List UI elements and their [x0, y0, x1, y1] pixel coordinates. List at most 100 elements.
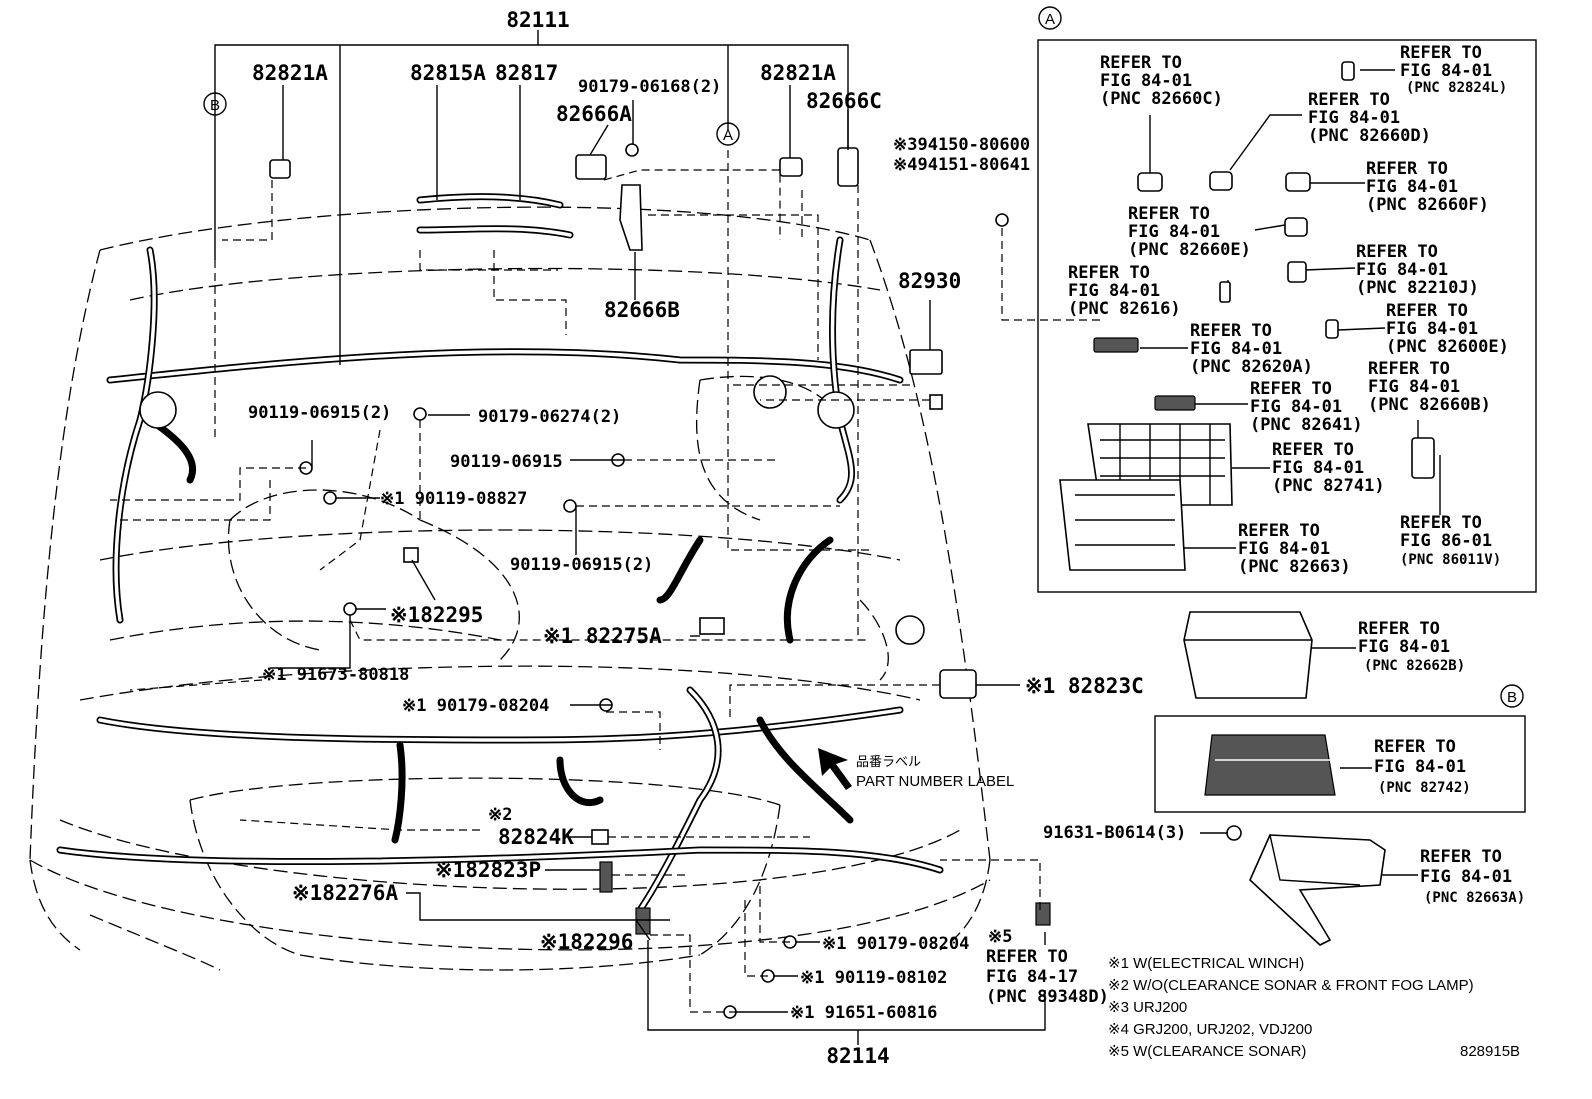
connector-82616 — [1219, 281, 1231, 303]
brake-reservoir — [895, 615, 925, 645]
svg-text:(PNC 82660C): (PNC 82660C) — [1100, 89, 1223, 109]
callout-90179-08204-top: ※1 90179-08204 — [402, 696, 549, 716]
callout-94151-80641: ※494151-80641 — [893, 155, 1030, 175]
svg-text:REFER TO: REFER TO — [986, 947, 1068, 967]
svg-text:(PNC 82660B): (PNC 82660B) — [1368, 395, 1491, 415]
harness-parts — [139, 143, 1242, 1019]
svg-text:FIG 84-01: FIG 84-01 — [1420, 867, 1512, 887]
svg-text:REFER TO: REFER TO — [1400, 43, 1482, 63]
nut-94150 — [995, 213, 1009, 227]
connector-82823p — [599, 861, 613, 893]
bracket-82663a — [1249, 834, 1386, 946]
connector-82660f — [1285, 172, 1311, 192]
svg-text:REFER TO: REFER TO — [1272, 440, 1354, 460]
svg-text:REFER TO: REFER TO — [1100, 53, 1182, 73]
callout-90119-06915: 90119-06915 — [450, 452, 563, 472]
refer-82660f: REFER TO FIG 84-01 (PNC 82660F) — [1366, 159, 1489, 215]
circle-marker-a-panel: A — [1038, 6, 1062, 30]
circle-marker-b-panel: B — [1500, 684, 1524, 708]
svg-text:(PNC 82600E): (PNC 82600E) — [1386, 337, 1509, 357]
callout-82824k: 82824K — [498, 825, 574, 849]
svg-text:(PNC 82620A): (PNC 82620A) — [1190, 357, 1313, 377]
detail-panel-b — [1154, 715, 1526, 813]
refer-82741: REFER TO FIG 84-01 (PNC 82741) — [1272, 440, 1385, 496]
footnote-3: ※3 URJ200 — [1108, 999, 1187, 1016]
part-number-label-jp: 品番ラベル — [856, 754, 921, 769]
svg-text:FIG 84-01: FIG 84-01 — [1068, 281, 1160, 301]
wire-harnesses — [56, 193, 944, 914]
callout-82114: 82114 — [826, 1044, 889, 1068]
refer-82660d: REFER TO FIG 84-01 (PNC 82660D) — [1308, 90, 1431, 146]
refer-82660b: REFER TO FIG 84-01 (PNC 82660B) — [1368, 359, 1491, 415]
relay-82930 — [909, 349, 943, 375]
svg-text:REFER TO: REFER TO — [1366, 159, 1448, 179]
svg-text:(PNC 82660F): (PNC 82660F) — [1366, 195, 1489, 215]
svg-text:REFER TO: REFER TO — [1374, 737, 1456, 757]
svg-text:FIG 84-01: FIG 84-01 — [1128, 222, 1220, 242]
dashed-reference-lines — [110, 150, 1105, 1013]
svg-text:(PNC 82663): (PNC 82663) — [1238, 557, 1351, 577]
connector-82210j — [1287, 261, 1307, 283]
svg-text:B: B — [210, 97, 220, 114]
callout-94150-80600: ※394150-80600 — [893, 135, 1030, 155]
connector-82660b — [1411, 437, 1435, 479]
callout-91631-b0614: 91631-B0614(3) — [1043, 823, 1186, 843]
callout-82666c: 82666C — [806, 89, 882, 113]
callout-90179-08204-bot: ※1 90179-08204 — [822, 934, 969, 954]
callout-82930: 82930 — [898, 269, 961, 293]
junction-block-82663 — [1059, 479, 1186, 571]
bolt-90119-06915-b — [563, 499, 577, 513]
svg-text:A: A — [723, 127, 733, 144]
refer-82620a: REFER TO FIG 84-01 (PNC 82620A) — [1190, 321, 1313, 377]
callout-90119-06915-2a: 90119-06915(2) — [248, 403, 391, 423]
footnotes: ※1 W(ELECTRICAL WINCH) ※2 W/O(CLEARANCE … — [1108, 955, 1520, 1060]
svg-text:REFER TO: REFER TO — [1250, 379, 1332, 399]
figure-id: 828915B — [1460, 1043, 1520, 1060]
footnote-5: ※5 W(CLEARANCE SONAR) — [1108, 1043, 1306, 1060]
refer-86011v: REFER TO FIG 86-01 (PNC 86011V) — [1400, 513, 1501, 568]
callout-91673-80818: ※1 91673-80818 — [262, 665, 409, 685]
detail-panel-a — [1037, 39, 1537, 593]
svg-text:B: B — [1507, 689, 1517, 706]
svg-text:(PNC 82641): (PNC 82641) — [1250, 415, 1363, 435]
svg-text:FIG 84-01: FIG 84-01 — [1358, 637, 1450, 657]
svg-text:(PNC 82741): (PNC 82741) — [1272, 476, 1385, 496]
svg-text:(PNC 82660E): (PNC 82660E) — [1128, 240, 1251, 260]
refer-82660c: REFER TO FIG 84-01 (PNC 82660C) — [1100, 53, 1223, 109]
refer-89348d: REFER TO FIG 84-17 (PNC 89348D) — [986, 947, 1109, 1007]
svg-text:(PNC 82210J): (PNC 82210J) — [1356, 278, 1479, 298]
clamp-82821a-right — [779, 157, 803, 177]
callout-82666a: 82666A — [556, 102, 632, 126]
part-number-label-en: PART NUMBER LABEL — [856, 773, 1014, 790]
screw-91631-b0614 — [1226, 825, 1242, 841]
panel-a-frame — [1037, 39, 1537, 593]
part-number-label-arrow — [818, 748, 852, 790]
callout-note5: ※5 — [988, 927, 1012, 947]
callout-labels: 82111 82821A 82815A 82817 90179-06168(2)… — [248, 8, 1186, 1068]
refer-to-blocks: REFER TO FIG 84-01 (PNC 82660C) REFER TO… — [986, 43, 1525, 1007]
vehicle-body-outline — [29, 206, 991, 971]
callout-82295: ※182295 — [390, 603, 483, 627]
refer-82742: REFER TO FIG 84-01 (PNC 82742) — [1374, 737, 1471, 796]
callout-note2: ※2 — [488, 805, 512, 825]
footnote-2: ※2 W/O(CLEARANCE SONAR & FRONT FOG LAMP) — [1108, 977, 1474, 994]
refer-82662b: REFER TO FIG 84-01 (PNC 82662B) — [1358, 619, 1465, 674]
svg-text:REFER TO: REFER TO — [1420, 847, 1502, 867]
clip-90179-06274 — [413, 407, 427, 421]
svg-text:A: A — [1045, 11, 1055, 28]
svg-text:(PNC 89348D): (PNC 89348D) — [986, 987, 1109, 1007]
grommet-right — [817, 391, 855, 429]
svg-text:REFER TO: REFER TO — [1358, 619, 1440, 639]
circle-marker-a-center: A — [716, 122, 740, 146]
relay-block-82742 — [1204, 734, 1336, 796]
callout-82823p: ※182823P — [435, 858, 541, 882]
svg-text:(PNC 86011V): (PNC 86011V) — [1400, 552, 1501, 568]
bracket-82666b — [619, 184, 643, 251]
svg-text:FIG 84-01: FIG 84-01 — [1190, 339, 1282, 359]
svg-text:FIG 84-01: FIG 84-01 — [1356, 260, 1448, 280]
svg-text:REFER TO: REFER TO — [1400, 513, 1482, 533]
reservoir-cap — [753, 375, 787, 409]
refer-82663a: REFER TO FIG 84-01 (PNC 82663A) — [1420, 847, 1525, 906]
svg-text:(PNC 82616): (PNC 82616) — [1068, 299, 1181, 319]
svg-text:(PNC 82663A): (PNC 82663A) — [1424, 890, 1525, 906]
